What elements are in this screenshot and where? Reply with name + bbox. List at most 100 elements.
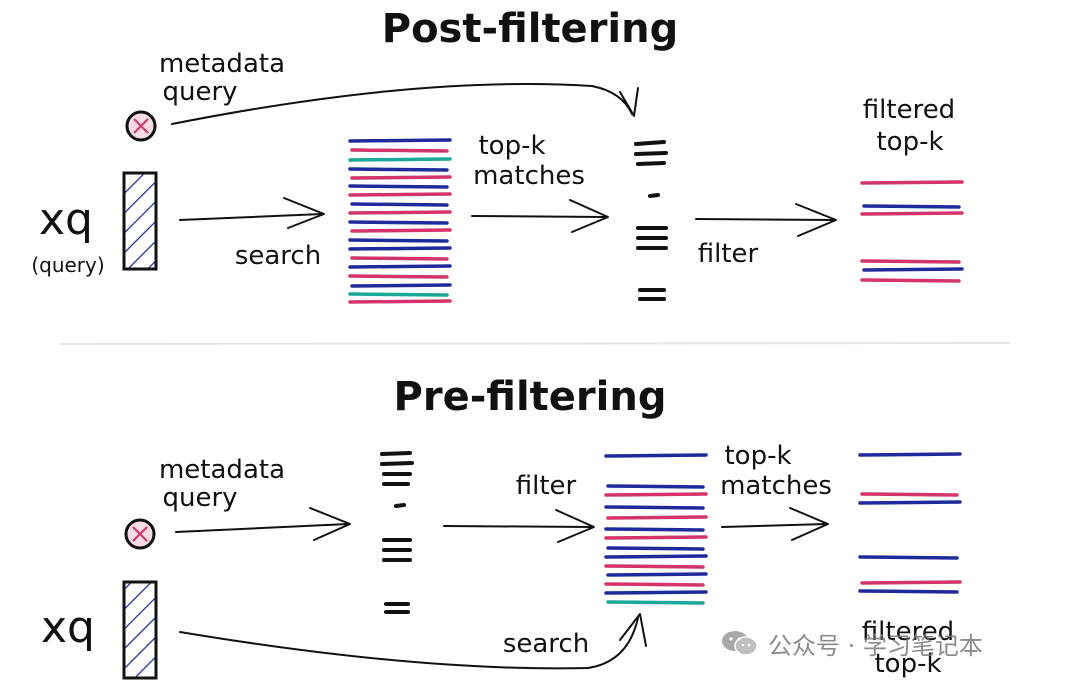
- pre-db-vector: [604, 535, 708, 540]
- pre-result-label-line2: top-k: [874, 649, 941, 679]
- post-db-vector: [350, 256, 449, 261]
- metadata-query-icon: [125, 110, 157, 142]
- metadata-query-icon: [124, 518, 156, 550]
- post-db-vector: [348, 292, 449, 297]
- pre-db-vector: [604, 453, 708, 458]
- pre-id-mark: [380, 451, 412, 456]
- pre-result-vector: [858, 589, 959, 594]
- post-filtered-topk: [860, 180, 964, 283]
- post-db-vector: [350, 148, 449, 153]
- pre-id-mark: [394, 503, 406, 508]
- post-filtering-title: Post-filtering: [382, 6, 678, 52]
- post-db-vector: [348, 138, 452, 143]
- pre-topk-arrowhead: [789, 507, 829, 541]
- post-db-vector: [348, 184, 449, 189]
- post-result-label-line1: filtered: [863, 95, 955, 125]
- post-db-vector: [348, 238, 449, 243]
- pre-result-vector: [860, 492, 959, 497]
- post-db-vector: [348, 274, 449, 279]
- post-topk-mark: [636, 161, 666, 166]
- pre-filtering-title: Pre-filtering: [394, 374, 667, 420]
- pre-topk-label-line1: top-k: [724, 441, 791, 471]
- pre-metadata-arrowhead: [309, 507, 351, 541]
- section-divider: [59, 342, 1011, 345]
- post-db-vector: [350, 175, 452, 180]
- post-metadata-arrowhead: [619, 87, 639, 117]
- post-filter-arrow: [695, 218, 835, 221]
- post-filter-arrowhead: [795, 203, 837, 237]
- post-db-vector: [348, 264, 452, 269]
- post-db-vector: [348, 167, 449, 172]
- post-topk-mark: [634, 151, 668, 156]
- post-topk-arrow: [471, 215, 607, 218]
- post-search-arrow: [179, 213, 323, 221]
- pre-filtered-database: [604, 453, 708, 605]
- pre-filter-arrow: [443, 525, 593, 528]
- pre-db-vector: [604, 582, 705, 587]
- pre-db-vector: [606, 600, 705, 605]
- post-metadata-label-line2: query: [162, 77, 237, 107]
- pre-db-vector: [604, 492, 708, 497]
- post-db-vector: [348, 192, 452, 197]
- pre-result-vector: [858, 555, 959, 560]
- pre-search-label: search: [503, 629, 589, 659]
- post-db-vector: [350, 283, 452, 288]
- post-topk-column: [634, 140, 668, 301]
- post-result-vector: [860, 180, 964, 185]
- pre-db-vector: [606, 572, 708, 577]
- post-result-vector: [860, 211, 964, 216]
- pre-db-vector: [604, 564, 705, 569]
- post-topk-label-line1: top-k: [478, 131, 545, 161]
- pre-db-vector: [604, 590, 708, 595]
- pre-xq-label: xq: [41, 602, 95, 653]
- pre-filtered-ids-column: [380, 451, 414, 614]
- post-db-vector: [348, 210, 452, 215]
- post-db-vector: [350, 228, 452, 233]
- post-xq-label: xq: [39, 194, 93, 245]
- post-result-vector: [860, 278, 961, 283]
- post-db-vector: [348, 299, 452, 304]
- post-result-vector: [860, 259, 961, 264]
- pre-metadata-arrow: [175, 523, 349, 533]
- pre-topk-label-line2: matches: [720, 471, 832, 501]
- pre-db-vector: [604, 554, 708, 559]
- pre-db-vector: [606, 515, 708, 520]
- watermark: 公众号 · 学习笔记本: [720, 626, 983, 660]
- post-result-vector: [862, 267, 964, 272]
- post-topk-arrowhead: [569, 199, 609, 233]
- post-filtering-section: Post-filtering metadata query xq (query)…: [31, 6, 964, 304]
- post-search-arrowhead: [283, 197, 325, 229]
- post-vector-database: [348, 138, 452, 304]
- pre-topk-arrow: [721, 523, 827, 528]
- post-result-label-line2: top-k: [876, 127, 943, 157]
- post-search-label: search: [235, 241, 321, 271]
- pre-db-vector: [606, 546, 705, 551]
- post-topk-mark: [634, 140, 666, 146]
- pre-result-label-line1: filtered: [862, 617, 954, 647]
- pre-result-vector: [858, 500, 962, 505]
- post-filter-label: filter: [698, 239, 759, 269]
- post-result-vector: [862, 204, 961, 209]
- query-vector-icon: [122, 580, 158, 680]
- pre-filter-arrowhead: [555, 509, 595, 543]
- post-metadata-arrow: [171, 82, 633, 125]
- pre-filter-label: filter: [516, 471, 577, 501]
- pre-search-arrowhead: [619, 613, 647, 647]
- query-vector-icon: [122, 171, 158, 271]
- post-db-vector: [350, 202, 449, 207]
- pre-metadata-label-line2: query: [162, 483, 237, 513]
- pre-result-vector: [860, 580, 962, 585]
- post-db-vector: [348, 157, 452, 162]
- post-topk-mark: [648, 193, 660, 198]
- post-xq-sub-label: (query): [31, 253, 104, 277]
- watermark-text: 公众号 · 学习笔记本: [768, 631, 983, 660]
- pre-db-vector: [604, 505, 705, 510]
- post-db-vector: [348, 220, 449, 225]
- post-metadata-label-line1: metadata: [159, 49, 285, 79]
- pre-id-mark: [380, 461, 414, 466]
- post-db-vector: [348, 246, 452, 251]
- pre-filtered-topk: [858, 452, 962, 594]
- pre-filtering-section: Pre-filtering metadata query filter: [41, 374, 962, 680]
- pre-search-arrow: [179, 617, 639, 670]
